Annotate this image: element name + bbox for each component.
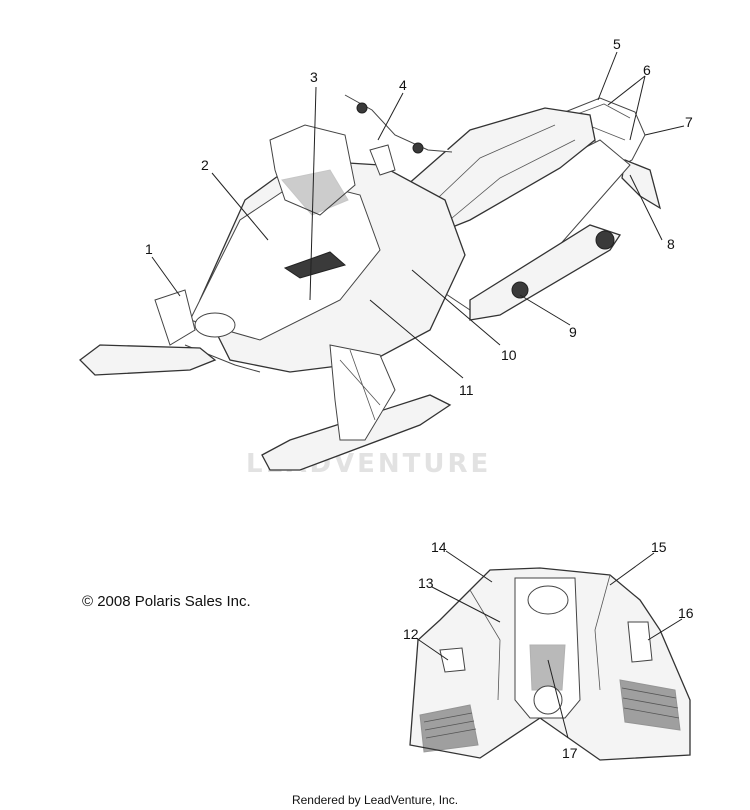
idler-wheel <box>511 281 529 299</box>
hood-underside-illustration <box>409 567 691 761</box>
left-mount <box>439 647 466 673</box>
headlight <box>194 312 236 338</box>
snow-flap <box>621 159 662 210</box>
callout-8: 8 <box>667 236 675 252</box>
callout-5: 5 <box>613 36 621 52</box>
callout-6: 6 <box>643 62 651 78</box>
bottom-port <box>533 685 563 715</box>
callout-1: 1 <box>145 241 153 257</box>
gauge-pod <box>527 585 569 615</box>
callout-14: 14 <box>431 539 447 555</box>
left-vent <box>419 704 479 753</box>
callout-11: 11 <box>459 382 474 398</box>
callout-15: 15 <box>651 539 667 555</box>
callout-3: 3 <box>310 69 318 85</box>
callout-7: 7 <box>685 114 693 130</box>
callout-4: 4 <box>399 77 407 93</box>
rendered-by-footer: Rendered by LeadVenture, Inc. <box>291 793 459 807</box>
callout-12: 12 <box>403 626 419 642</box>
callout-2: 2 <box>201 157 209 173</box>
callout-9: 9 <box>569 324 577 340</box>
left-ski <box>79 344 217 376</box>
hood-decal <box>283 251 347 279</box>
callout-10: 10 <box>501 347 517 363</box>
callout-17: 17 <box>562 745 578 761</box>
copyright-text: © 2008 Polaris Sales Inc. <box>82 593 251 610</box>
callout-16: 16 <box>678 605 694 621</box>
front-hood <box>189 179 381 341</box>
callout-leaders <box>151 51 685 739</box>
snowmobile-illustration <box>79 94 662 471</box>
right-mount <box>627 621 653 663</box>
rear-idler-wheel <box>595 230 615 250</box>
center-console <box>514 577 581 719</box>
windshield <box>269 124 356 216</box>
right-vent <box>619 679 681 731</box>
left-spindle <box>154 289 196 346</box>
steering-post <box>369 144 396 176</box>
callout-numbers: 1 2 3 4 5 6 7 8 9 10 11 12 13 14 15 16 1… <box>145 36 694 761</box>
callout-13: 13 <box>418 575 434 591</box>
right-suspension <box>329 344 396 441</box>
